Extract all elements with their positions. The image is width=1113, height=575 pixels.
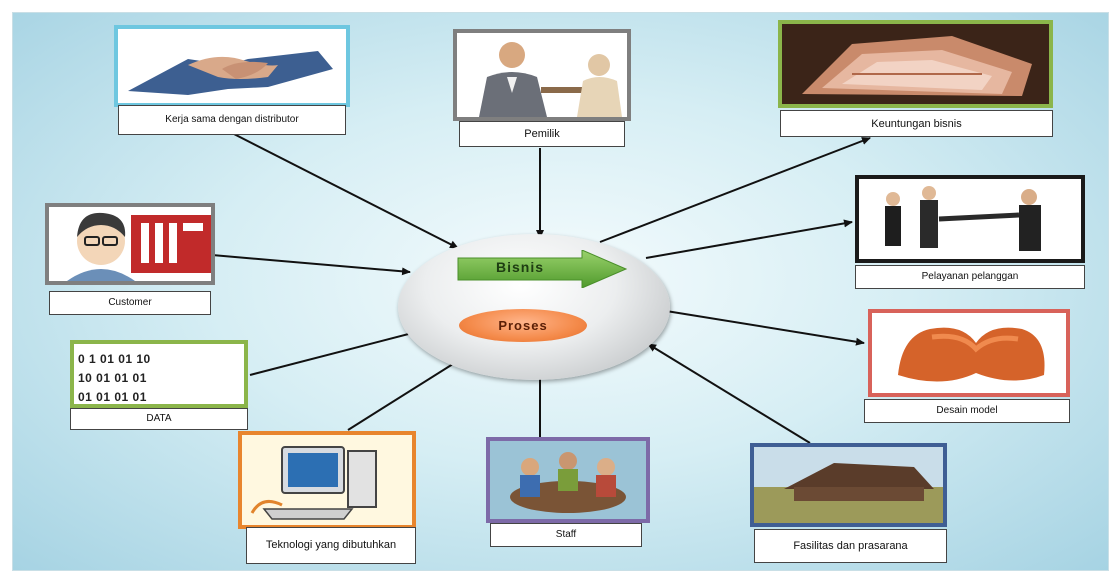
data-line-3: 01 01 01 01 — [78, 390, 147, 404]
node-customer: Customer — [45, 203, 215, 315]
node-service: Pelayanan pelanggan — [855, 175, 1085, 290]
service-image — [855, 175, 1085, 263]
computer-image — [238, 431, 416, 529]
handshake-image — [114, 25, 350, 107]
node-facilities: Fasilitas dan prasarana — [750, 443, 947, 565]
node-staff: Staff — [486, 437, 650, 549]
node-service-label: Pelayanan pelanggan — [855, 265, 1085, 289]
node-distributor-label: Kerja sama dengan distributor — [118, 105, 346, 135]
node-profit-label: Keuntungan bisnis — [780, 110, 1053, 137]
node-customer-label: Customer — [49, 291, 211, 315]
node-technology-label: Teknologi yang dibutuhkan — [246, 527, 416, 564]
binary-data-image: 0 1 01 01 10 10 01 01 01 01 01 01 01 — [70, 340, 248, 408]
facilities-building-image — [750, 443, 947, 527]
node-data: 0 1 01 01 10 10 01 01 01 01 01 01 01 DAT… — [70, 340, 248, 432]
node-design-label: Desain model — [864, 399, 1070, 423]
node-staff-label: Staff — [490, 523, 642, 547]
bisnis-label: Bisnis — [495, 259, 544, 275]
node-data-label: DATA — [70, 408, 248, 430]
node-facilities-label: Fasilitas dan prasarana — [754, 529, 947, 563]
staff-meeting-image — [486, 437, 650, 523]
node-owner-label: Pemilik — [459, 121, 625, 147]
data-line-1: 0 1 01 01 10 — [78, 352, 151, 366]
design-model-image — [868, 309, 1070, 397]
node-owner: Pemilik — [453, 29, 631, 149]
bisnis-arrow-shape — [457, 250, 628, 288]
owner-image — [453, 29, 631, 121]
node-profit: Keuntungan bisnis — [778, 20, 1053, 138]
data-line-2: 10 01 01 01 — [78, 371, 147, 385]
money-image — [778, 20, 1053, 108]
proses-ellipse: Proses — [459, 309, 587, 342]
node-design: Desain model — [864, 309, 1070, 424]
node-technology: Teknologi yang dibutuhkan — [238, 431, 416, 566]
customer-avatar-image — [45, 203, 215, 285]
node-distributor: Kerja sama dengan distributor — [114, 25, 350, 137]
